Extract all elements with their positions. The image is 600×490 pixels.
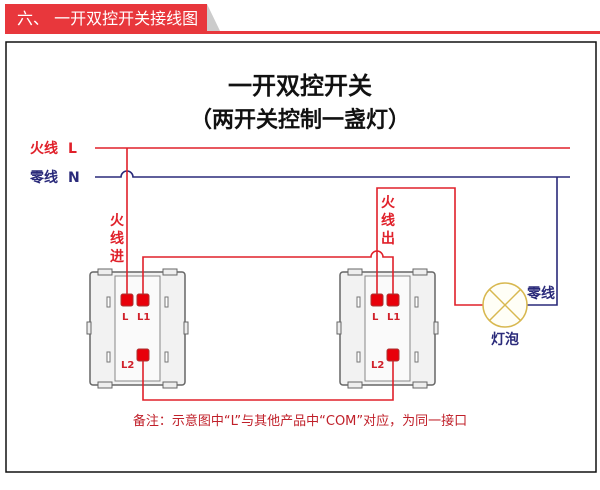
traveler-wire-l2 — [142, 355, 394, 401]
switch-2-label-l2: L2 — [371, 360, 384, 371]
switch-2 — [336, 268, 439, 389]
diagram-note: 备注：示意图中“L”与其他产品中“COM”对应，为同一接口 — [133, 413, 467, 429]
switch-2-terminal-l1 — [386, 293, 400, 307]
neutral-wire — [95, 170, 570, 178]
switch-1-terminal-l1 — [136, 293, 150, 307]
switch-2-terminal-l2 — [386, 348, 400, 362]
switch-2-label-l1: L1 — [387, 312, 400, 323]
switch-1-label-l: L — [122, 312, 129, 323]
switch-1-terminal-l2 — [136, 348, 150, 362]
switch-1-terminal-l — [120, 293, 134, 307]
section-title: 六、 一开双控开关接线图 — [17, 9, 199, 28]
section-header: 六、 一开双控开关接线图 — [5, 4, 207, 33]
header-underline — [5, 31, 600, 34]
switch-1 — [86, 268, 189, 389]
lamp-label: 灯泡 — [491, 331, 519, 348]
lamp-neutral-wire — [527, 177, 558, 306]
switch-1-label-l2: L2 — [121, 360, 134, 371]
live-out-label-3: 出 — [381, 230, 395, 247]
switch-2-label-l: L — [372, 312, 379, 323]
live-wire-letter: L — [68, 141, 77, 157]
lamp-icon — [482, 282, 528, 328]
neutral-wire-label: 零线 — [29, 169, 58, 186]
live-out-label-2: 线 — [381, 212, 395, 229]
diagram-frame — [5, 41, 597, 473]
lamp-neutral-label: 零线 — [526, 285, 555, 302]
live-wire-label: 火线 — [30, 140, 58, 157]
live-in-label-2: 线 — [110, 230, 124, 247]
live-in-label-1: 火 — [110, 213, 125, 229]
diagram-title: 一开双控开关 — [228, 72, 372, 100]
switch-1-label-l1: L1 — [137, 312, 150, 323]
neutral-wire-letter: N — [68, 170, 80, 186]
live-out-wire — [376, 187, 483, 306]
header-tab-corner — [207, 4, 221, 33]
switch-2-terminal-l — [370, 293, 384, 307]
live-in-label-3: 进 — [110, 249, 124, 265]
live-out-label-1: 火 — [381, 195, 396, 211]
diagram-subtitle: （两开关控制一盏灯） — [190, 107, 410, 133]
